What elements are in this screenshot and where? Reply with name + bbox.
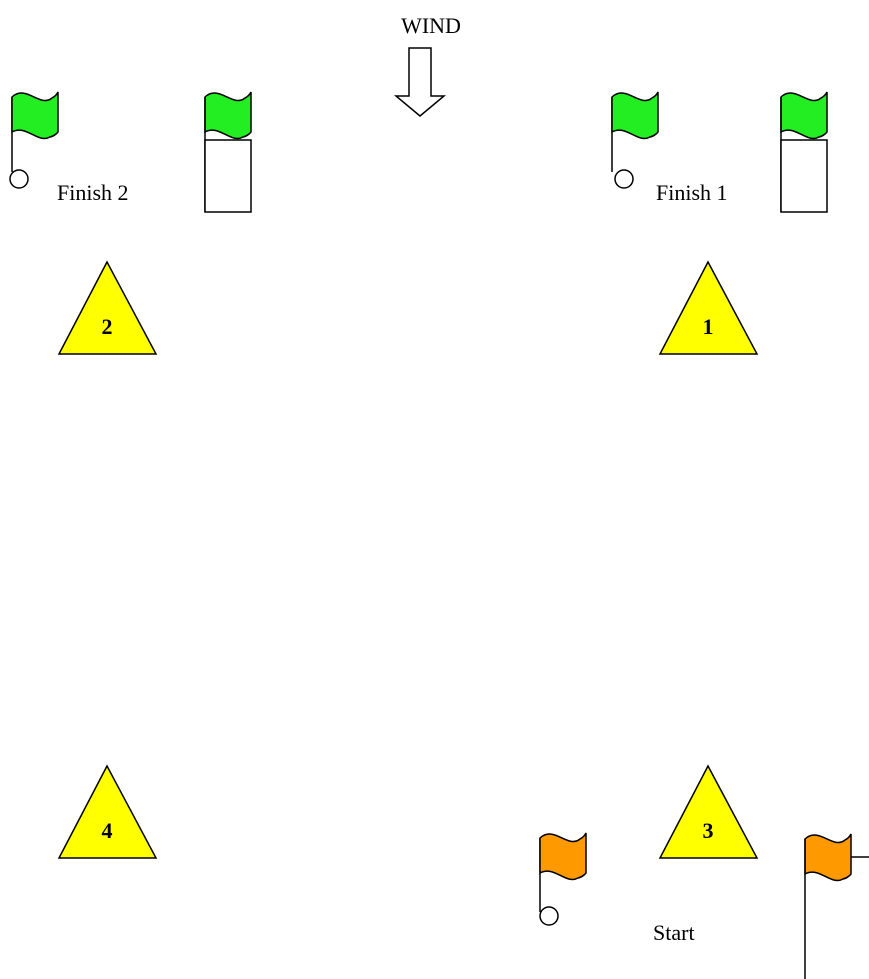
mark-2-number: 2 — [102, 314, 113, 339]
mark-2: 2 — [57, 260, 158, 355]
finish-1-pin-end — [611, 91, 659, 189]
mark-3-triangle-icon — [658, 764, 759, 859]
start-pin-end — [539, 832, 587, 926]
mark-2-triangle-icon — [57, 260, 158, 355]
mark-3-number: 3 — [703, 818, 714, 843]
flag-icon — [539, 832, 587, 881]
wind-arrow-icon — [393, 47, 447, 117]
finish-2-line: Finish 2 — [9, 91, 252, 213]
finish-1-line: Finish 1 — [611, 91, 828, 213]
mark-3: 3 — [658, 764, 759, 859]
finish-2-committee-boat — [204, 91, 252, 213]
finish-2-pin-end — [9, 91, 59, 189]
mark-1-number: 1 — [703, 314, 714, 339]
flag-icon — [780, 91, 828, 140]
mark-1: 1 — [658, 260, 759, 355]
flag-icon — [11, 91, 59, 140]
wind-indicator: WIND — [393, 13, 461, 117]
pin-buoy-icon — [539, 906, 559, 926]
pin-buoy-icon — [9, 169, 29, 189]
start-committee-boat — [804, 833, 869, 979]
mark-4-number: 4 — [102, 818, 113, 843]
wind-label: WIND — [401, 13, 461, 38]
flag-icon — [804, 833, 852, 882]
flag-icon — [611, 91, 659, 140]
mark-1-triangle-icon — [658, 260, 759, 355]
pin-buoy-icon — [614, 169, 634, 189]
finish-1-label: Finish 1 — [656, 180, 728, 205]
finish-2-label: Finish 2 — [57, 180, 129, 205]
committee-boat-icon — [204, 139, 252, 213]
finish-1-committee-boat — [780, 91, 828, 213]
start-label: Start — [653, 920, 695, 945]
flag-icon — [204, 91, 252, 140]
start-line: Start — [539, 832, 869, 979]
mark-4-triangle-icon — [57, 764, 158, 859]
committee-boat-icon — [780, 139, 828, 213]
mark-4: 4 — [57, 764, 158, 859]
